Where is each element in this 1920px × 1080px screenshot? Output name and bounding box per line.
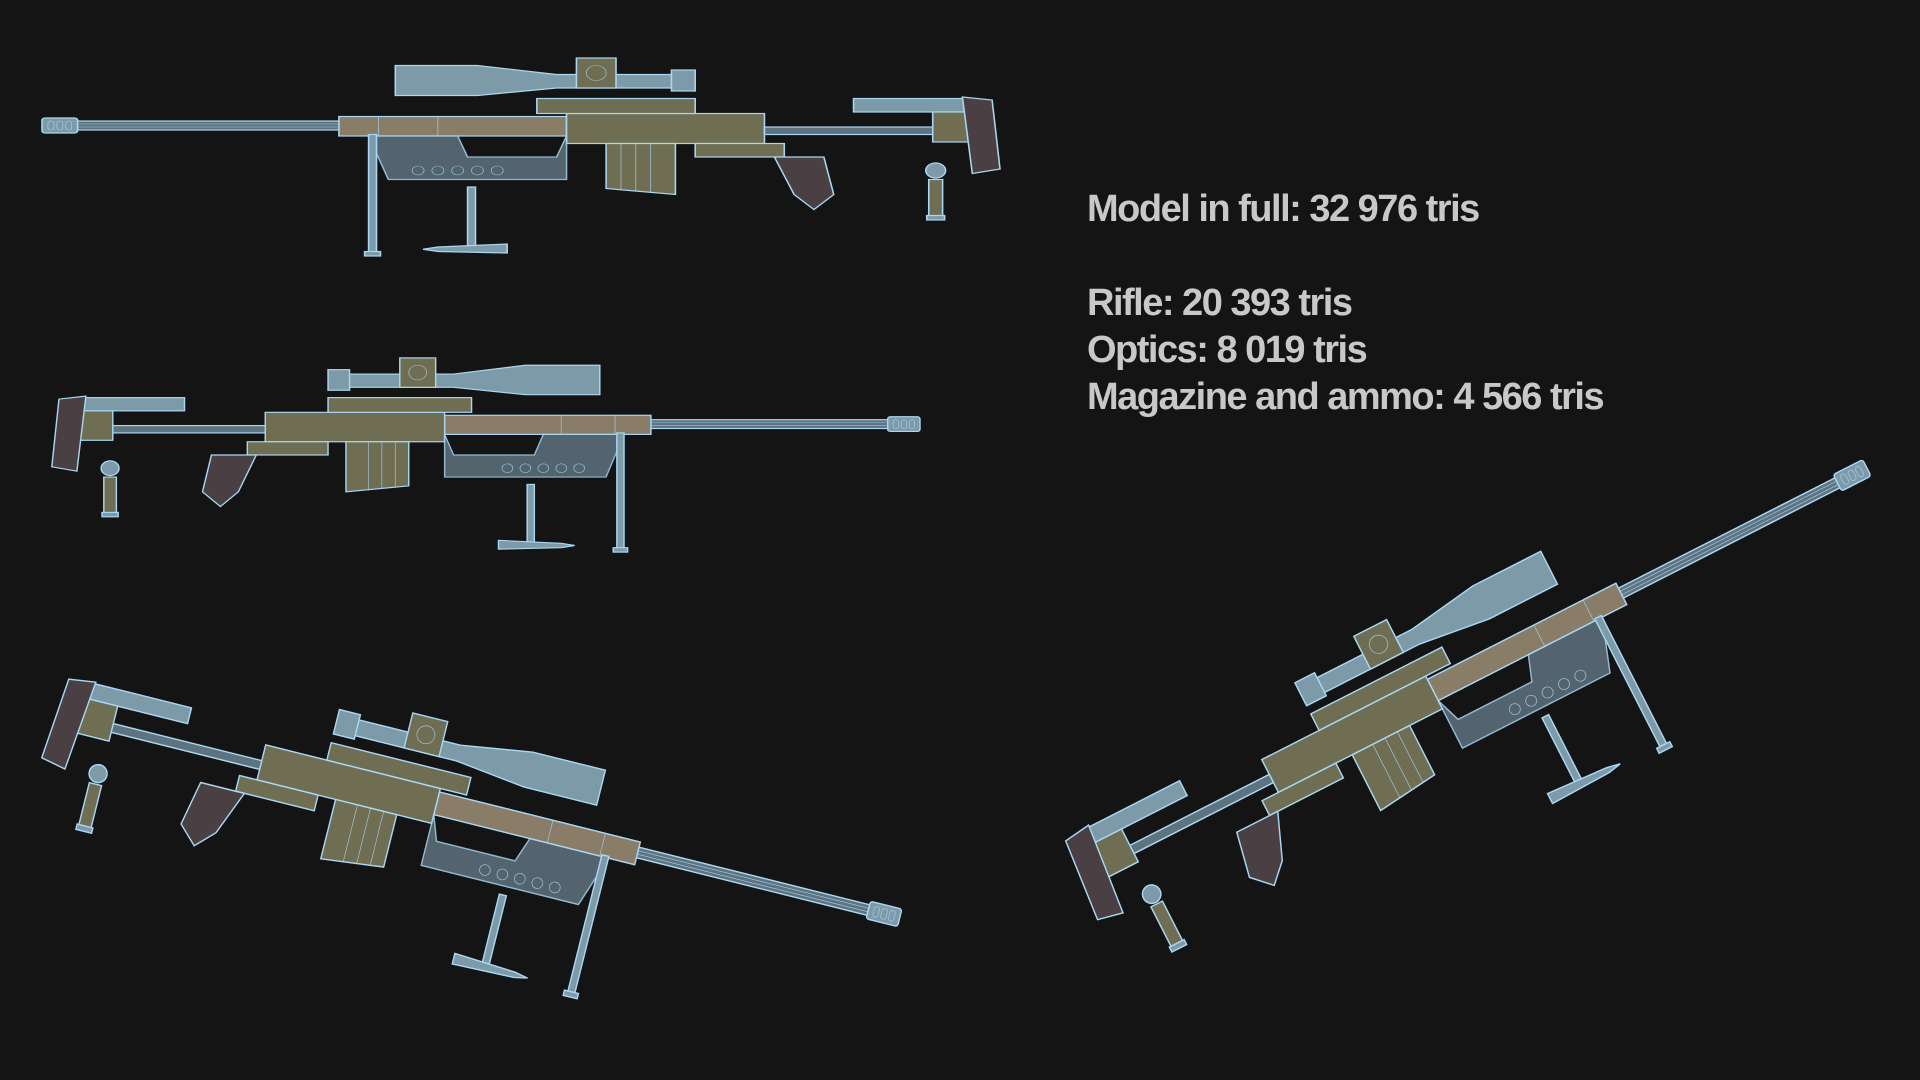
rifle-render-side-left: [41, 52, 1002, 262]
stat-magazine-ammo: Magazine and ammo: 4 566 tris: [1087, 376, 1605, 418]
triangle-stats: Model in full: 32 976 tris Rifle: 20 393…: [1087, 186, 1605, 421]
rifle-render-side-right: [50, 352, 921, 558]
rifle-render-perspective-front: [15, 627, 940, 1071]
stat-rifle: Rifle: 20 393 tris: [1087, 282, 1353, 324]
rifle-render-perspective-rear: [1020, 393, 1920, 1016]
spacer: [1087, 233, 1603, 280]
stat-full-model: Model in full: 32 976 tris: [1087, 188, 1480, 230]
stat-optics: Optics: 8 019 tris: [1087, 329, 1368, 371]
